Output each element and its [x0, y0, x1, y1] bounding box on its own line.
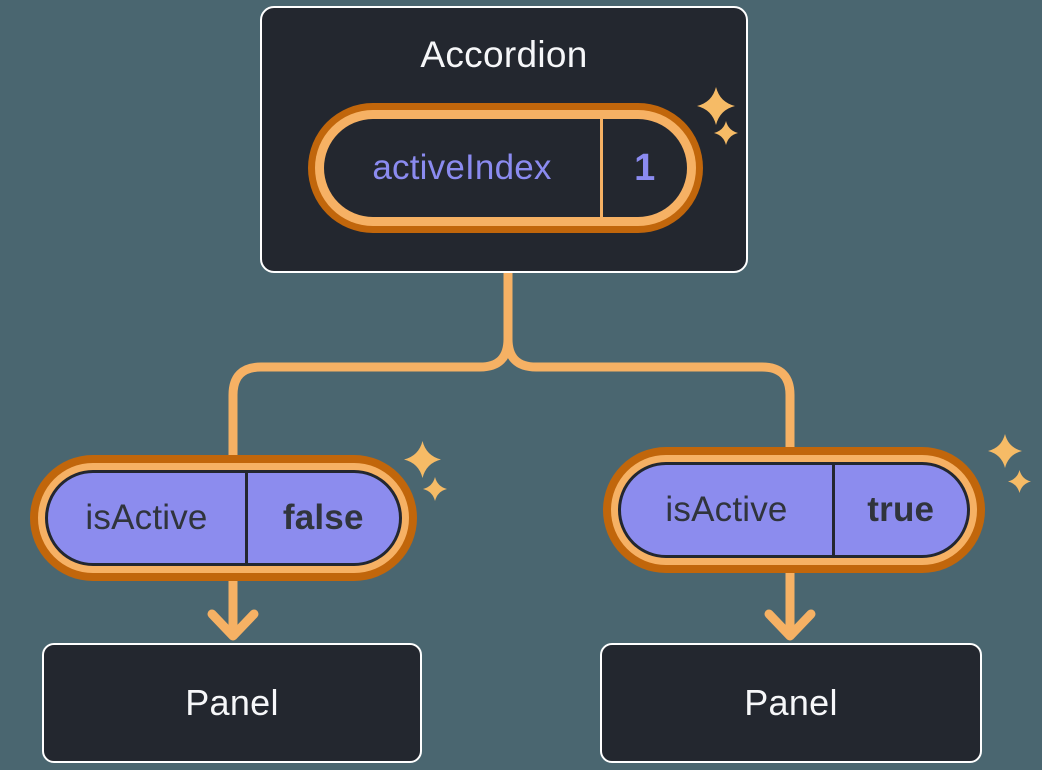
connector-right-branch [503, 265, 795, 638]
panel-label: Panel [744, 682, 838, 723]
pill-divider [832, 465, 835, 555]
panel-card-left: Panel [42, 643, 422, 763]
prop-name-label: isActive [85, 498, 208, 537]
panel-label: Panel [185, 682, 279, 723]
prop-value-label: false [282, 498, 364, 537]
state-pill-activeindex: activeIndex 1 [324, 119, 687, 217]
pill-divider [600, 119, 603, 217]
sparkle-icon [423, 477, 447, 501]
prop-name-label: isActive [665, 490, 788, 529]
state-value-label: 1 [634, 146, 656, 189]
panel-card-right: Panel [600, 643, 982, 763]
prop-pill-isactive-true: isActive true [618, 462, 970, 558]
sparkle-icon [714, 121, 738, 145]
state-name-label: activeIndex [372, 148, 552, 187]
sparkle-icon [1008, 470, 1031, 493]
sparkle-icon [697, 87, 735, 125]
sparkle-icon [404, 441, 441, 478]
sparkle-icon [988, 434, 1022, 468]
pill-divider [245, 473, 248, 563]
prop-value-label: true [867, 490, 935, 529]
arrowhead-right-icon [764, 609, 816, 641]
prop-pill-isactive-false: isActive false [45, 470, 402, 566]
arrowhead-left-icon [207, 609, 259, 641]
accordion-title: Accordion [420, 34, 588, 75]
connector-left-branch [228, 265, 513, 638]
